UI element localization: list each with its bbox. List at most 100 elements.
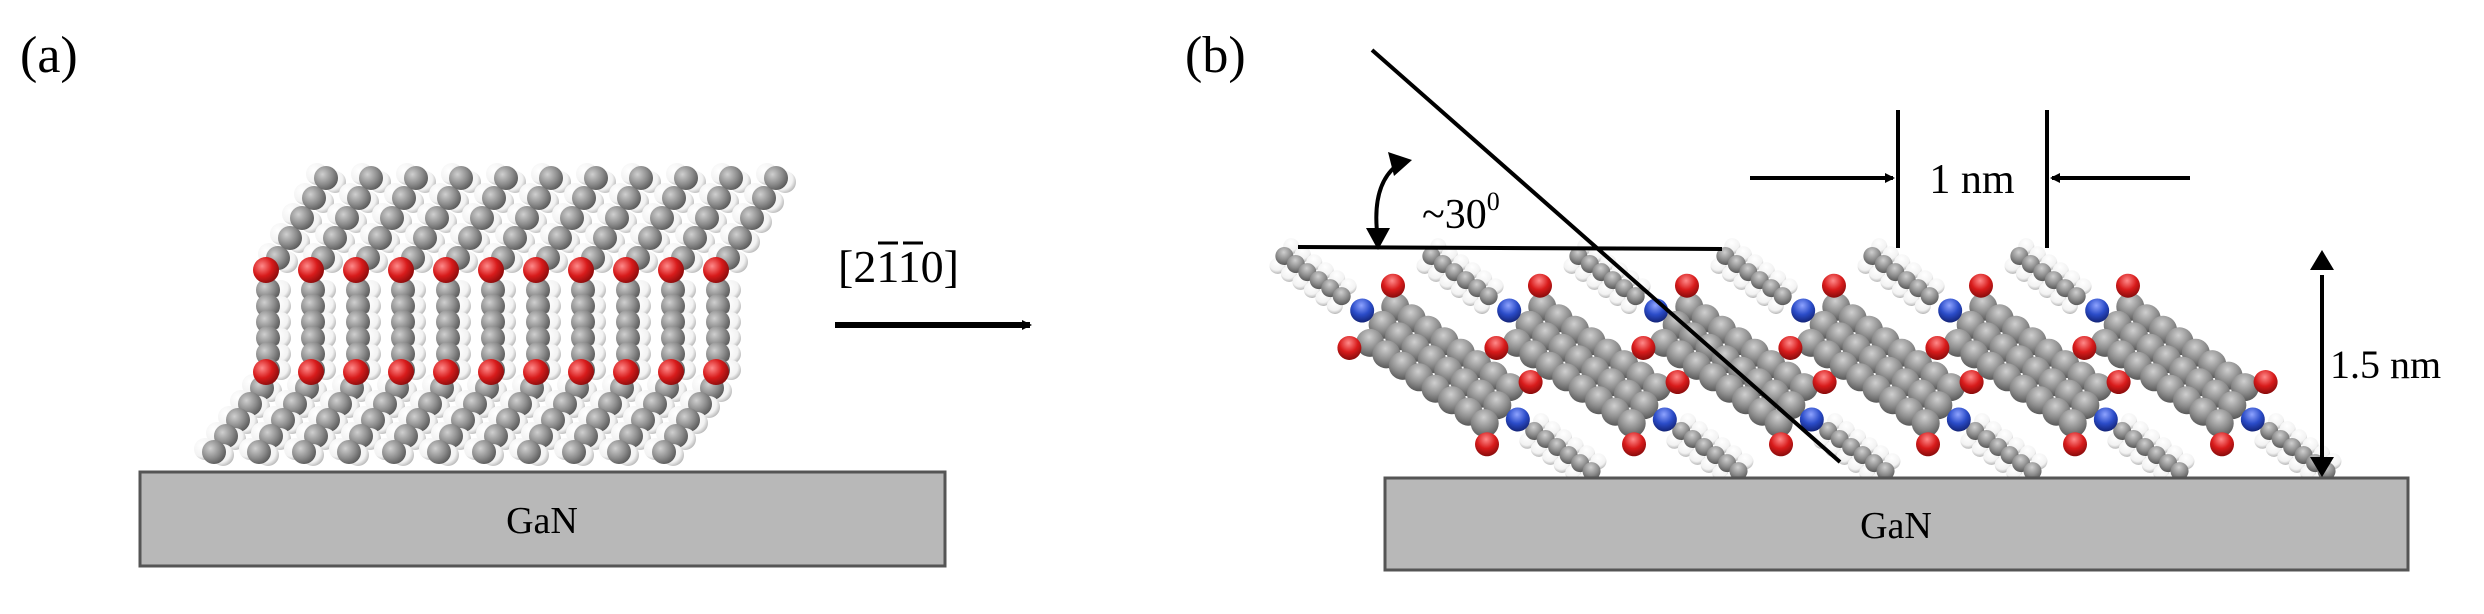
oxygen-atom xyxy=(1968,273,1993,298)
carbon-atom xyxy=(638,226,662,250)
carbon-atom xyxy=(728,226,752,250)
panel-b: (b) GaN ~300 1 nm 1. xyxy=(1185,27,2441,572)
oxygen-atom xyxy=(613,359,639,385)
oxygen-atom xyxy=(1925,335,1950,360)
carbon-atom xyxy=(290,206,314,230)
molecule-a xyxy=(644,163,796,466)
oxygen-atom xyxy=(2115,273,2140,298)
height-indicator: 1.5 nm xyxy=(2310,250,2441,477)
carbon-atom xyxy=(617,186,641,210)
oxygen-atom xyxy=(1959,370,1984,395)
carbon-atom xyxy=(1617,409,1646,438)
carbon-atom xyxy=(650,206,674,230)
oxygen-atom xyxy=(343,257,369,283)
oxygen-atom xyxy=(343,359,369,385)
nitrogen-atom xyxy=(1938,298,1963,323)
oxygen-atom xyxy=(1778,335,1803,360)
oxygen-atom xyxy=(2072,335,2097,360)
carbon-atom xyxy=(2023,462,2042,481)
panel-a-label: (a) xyxy=(20,27,78,84)
carbon-atom xyxy=(314,166,338,190)
carbon-atom xyxy=(1773,287,1792,306)
oxygen-atom xyxy=(1484,335,1509,360)
carbon-atom xyxy=(359,166,383,190)
carbon-atom xyxy=(584,166,608,190)
nitrogen-atom xyxy=(2085,298,2110,323)
oxygen-atom xyxy=(1665,370,1690,395)
molecule-b xyxy=(1857,238,2195,489)
panel-b-substrate: GaN xyxy=(1383,476,2410,572)
panel-b-label: (b) xyxy=(1185,27,1246,84)
oxygen-atom xyxy=(298,257,324,283)
carbon-atom xyxy=(752,186,776,210)
carbon-atom xyxy=(470,206,494,230)
carbon-atom xyxy=(629,166,653,190)
oxygen-atom xyxy=(658,359,684,385)
oxygen-atom xyxy=(1821,273,1846,298)
nitrogen-atom xyxy=(1505,407,1530,432)
gan-label-b: GaN xyxy=(1860,505,1932,547)
carbon-atom xyxy=(2067,287,2086,306)
panel-a-substrate: GaN xyxy=(138,470,947,568)
height-arrowhead-bottom xyxy=(2310,457,2334,477)
carbon-atom xyxy=(302,186,326,210)
tilt-angle-indicator: ~300 xyxy=(1297,48,1842,464)
carbon-atom xyxy=(449,166,473,190)
direction-part-3: 1 xyxy=(898,241,921,292)
spacing-label: 1 nm xyxy=(1929,157,2015,203)
molecule-a xyxy=(554,163,706,466)
carbon-atom xyxy=(472,440,496,464)
carbon-atom xyxy=(607,440,631,464)
oxygen-atom xyxy=(613,257,639,283)
oxygen-atom xyxy=(1812,370,1837,395)
oxygen-atom xyxy=(2210,432,2235,457)
carbon-atom xyxy=(1911,409,1940,438)
carbon-atom xyxy=(593,226,617,250)
oxygen-atom xyxy=(523,359,549,385)
oxygen-atom xyxy=(703,257,729,283)
carbon-atom xyxy=(202,440,226,464)
molecule-a xyxy=(239,163,391,466)
carbon-atom xyxy=(2205,409,2234,438)
angle-arrowhead-bottom xyxy=(1366,228,1390,250)
oxygen-atom xyxy=(1518,370,1543,395)
molecule-a xyxy=(374,163,526,466)
oxygen-atom xyxy=(433,359,459,385)
oxygen-atom xyxy=(298,359,324,385)
carbon-atom xyxy=(335,206,359,230)
carbon-atom xyxy=(539,166,563,190)
nitrogen-atom xyxy=(2240,407,2265,432)
carbon-atom xyxy=(662,186,686,210)
carbon-atom xyxy=(347,186,371,210)
carbon-atom xyxy=(562,440,586,464)
carbon-atom xyxy=(740,206,764,230)
oxygen-atom xyxy=(523,257,549,283)
tilt-angle-value: ~30 xyxy=(1422,192,1487,238)
nitrogen-atom xyxy=(1350,298,1375,323)
carbon-atom xyxy=(707,186,731,210)
carbon-atom xyxy=(368,226,392,250)
carbon-atom xyxy=(517,440,541,464)
carbon-atom xyxy=(482,186,506,210)
panel-a-molecular-layer xyxy=(194,163,796,466)
oxygen-atom xyxy=(388,257,414,283)
gan-substrate-b xyxy=(1383,476,2410,572)
carbon-atom xyxy=(572,186,596,210)
tilt-angle-label: ~300 xyxy=(1422,187,1500,238)
carbon-atom xyxy=(548,226,572,250)
oxygen-atom xyxy=(478,257,504,283)
oxygen-atom xyxy=(1674,273,1699,298)
carbon-atom xyxy=(380,206,404,230)
oxygen-atom xyxy=(388,359,414,385)
panel-b-molecular-layer xyxy=(1269,238,2342,489)
oxygen-atom xyxy=(2063,432,2088,457)
gan-label-a: GaN xyxy=(506,500,578,542)
molecule-b xyxy=(1269,238,1607,489)
carbon-atom xyxy=(2170,462,2189,481)
oxygen-atom xyxy=(2253,370,2278,395)
tilt-angle-degree: 0 xyxy=(1487,187,1500,216)
spacing-indicator: 1 nm xyxy=(1750,110,2190,248)
oxygen-atom xyxy=(433,257,459,283)
